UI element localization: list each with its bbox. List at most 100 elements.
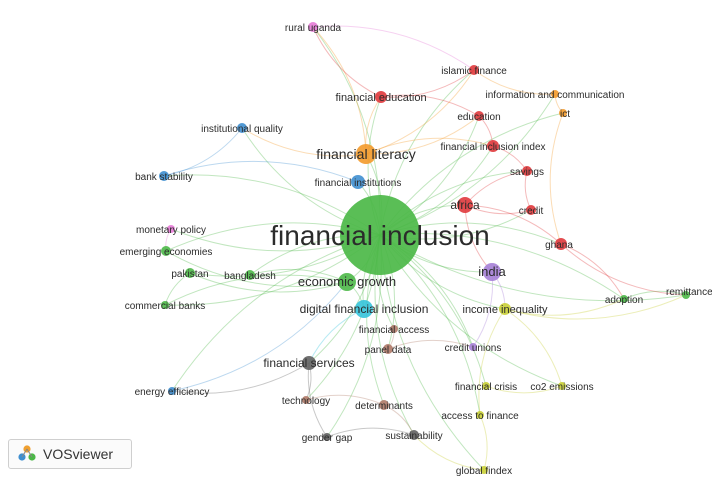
label-credit-unions[interactable]: credit unions (445, 343, 502, 354)
link-income-inequality-co2-emissions (504, 308, 563, 387)
node-financial-crisis[interactable] (482, 382, 490, 390)
link-bank-stability-financial-institutions (163, 160, 359, 183)
label-india[interactable]: india (478, 264, 506, 279)
node-education[interactable] (474, 111, 484, 121)
label-africa[interactable]: africa (450, 198, 480, 212)
node-energy-efficiency[interactable] (168, 387, 176, 395)
node-bangladesh[interactable] (245, 270, 255, 280)
node-financial-services[interactable] (302, 356, 316, 370)
label-financial-services[interactable]: financial services (263, 356, 354, 370)
link-economic-growth-pakistan (189, 272, 348, 293)
node-global-findex[interactable] (480, 466, 488, 474)
node-sustainability[interactable] (409, 430, 419, 440)
label-education[interactable]: education (457, 112, 500, 123)
label-financial-crisis[interactable]: financial crisis (455, 382, 517, 393)
link-information-and-communication-islamic-finance (473, 69, 556, 95)
node-panel-data[interactable] (383, 344, 393, 354)
link-financial-literacy-institutional-quality (241, 127, 367, 157)
label-bangladesh[interactable]: bangladesh (224, 271, 276, 282)
node-credit[interactable] (526, 205, 536, 215)
label-energy-efficiency[interactable]: energy efficiency (135, 387, 210, 398)
node-ict[interactable] (559, 109, 567, 117)
link-financial-crisis-co2-emissions (485, 385, 563, 394)
node-savings[interactable] (522, 166, 532, 176)
label-determinants[interactable]: determinants (355, 401, 413, 412)
label-financial-education[interactable]: financial education (335, 92, 426, 104)
label-digital-financial-inclusion[interactable]: digital financial inclusion (300, 302, 429, 316)
label-pakistan[interactable]: pakistan (171, 269, 208, 280)
node-determinants[interactable] (379, 400, 389, 410)
link-rural-uganda-islamic-finance (312, 25, 475, 71)
label-layer: financial inclusion financial literacy eco… (120, 23, 712, 477)
label-monetary-policy[interactable]: monetary policy (136, 225, 206, 236)
label-sustainability[interactable]: sustainability (385, 431, 442, 442)
label-access-to-finance[interactable]: access to finance (441, 411, 519, 422)
label-gender-gap[interactable]: gender gap (302, 433, 353, 444)
label-income-inequality[interactable]: income inequality (463, 304, 548, 316)
node-information-and-communication[interactable] (551, 90, 559, 98)
node-financial-inclusion-index[interactable] (487, 140, 499, 152)
node-commercial-banks[interactable] (161, 301, 169, 309)
label-panel-data[interactable]: panel data (365, 345, 412, 356)
node-remittances[interactable] (682, 291, 690, 299)
node-india[interactable] (483, 263, 501, 281)
label-rural-uganda[interactable]: rural uganda (285, 23, 342, 34)
node-bank-stability[interactable] (159, 171, 169, 181)
label-financial-institutions[interactable]: financial institutions (315, 178, 402, 189)
link-sustainability-gender-gap (326, 427, 415, 438)
link-financial-services-gender-gap (307, 362, 328, 438)
node-gender-gap[interactable] (323, 433, 331, 441)
label-financial-inclusion-index[interactable]: financial inclusion index (440, 142, 545, 153)
link-financial-literacy-financial-inclusion-index (365, 137, 494, 155)
node-emerging-economies[interactable] (161, 246, 171, 256)
node-digital-financial-inclusion[interactable] (355, 300, 373, 318)
node-financial-institutions[interactable] (351, 175, 365, 189)
node-financial-education[interactable] (375, 91, 387, 103)
label-economic-growth[interactable]: economic growth (298, 274, 396, 289)
node-ghana[interactable] (555, 238, 567, 250)
label-bank-stability[interactable]: bank stability (135, 172, 193, 183)
label-institutional-quality[interactable]: institutional quality (201, 124, 283, 135)
node-access-to-finance[interactable] (476, 411, 484, 419)
label-technology[interactable]: technology (282, 396, 330, 407)
label-financial-inclusion[interactable]: financial inclusion (270, 220, 489, 251)
label-remittances[interactable]: remittance (666, 287, 712, 298)
node-pakistan[interactable] (185, 268, 195, 278)
label-information-and-communication[interactable]: information and communication (486, 90, 625, 101)
vosviewer-logo-icon (18, 445, 36, 461)
label-financial-literacy[interactable]: financial literacy (316, 146, 416, 162)
label-co2-emissions[interactable]: co2 emissions (530, 382, 593, 393)
node-islamic-finance[interactable] (469, 65, 479, 75)
label-commercial-banks[interactable]: commercial banks (125, 301, 206, 312)
label-savings[interactable]: savings (510, 167, 544, 178)
node-co2-emissions[interactable] (558, 382, 566, 390)
node-financial-access[interactable] (390, 325, 398, 333)
link-energy-efficiency-economic-growth (171, 281, 348, 392)
node-financial-inclusion[interactable] (340, 195, 420, 275)
link-financial-inclusion-remittances (379, 234, 687, 302)
node-financial-literacy[interactable] (356, 144, 376, 164)
label-ghana[interactable]: ghana (545, 240, 573, 251)
label-financial-access[interactable]: financial access (359, 325, 430, 336)
label-emerging-economies[interactable]: emerging economies (120, 247, 213, 258)
link-access-to-finance-global-findex (479, 414, 488, 471)
vosviewer-badge[interactable]: VOSviewer (8, 439, 132, 469)
label-islamic-finance[interactable]: islamic finance (441, 66, 507, 77)
node-economic-growth[interactable] (338, 273, 356, 291)
label-credit[interactable]: credit (519, 206, 544, 217)
link-ghana-adoption (560, 243, 625, 300)
label-adoption[interactable]: adoption (605, 295, 643, 306)
label-global-findex[interactable]: global findex (456, 466, 512, 477)
label-ict[interactable]: ict (560, 109, 570, 120)
node-africa[interactable] (457, 197, 473, 213)
node-rural-uganda[interactable] (308, 22, 318, 32)
node-institutional-quality[interactable] (237, 123, 247, 133)
node-layer (159, 22, 690, 474)
node-monetary-policy[interactable] (167, 225, 175, 233)
node-adoption[interactable] (620, 295, 628, 303)
node-income-inequality[interactable] (499, 303, 511, 315)
node-technology[interactable] (302, 396, 310, 404)
node-credit-unions[interactable] (469, 343, 477, 351)
